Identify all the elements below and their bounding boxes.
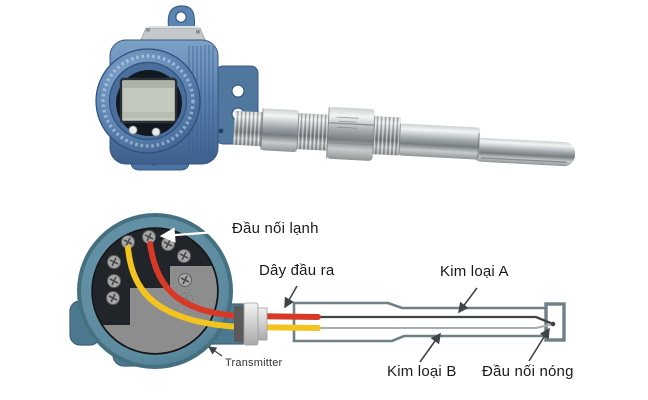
hot-junction-point	[550, 321, 556, 327]
ear-hole	[175, 11, 187, 23]
terminal-screws	[106, 230, 193, 306]
embossed-ring-text	[101, 54, 195, 148]
metal-a-arrow	[458, 287, 478, 314]
label-cold-junction: Đầu nối lạnh	[232, 220, 319, 237]
label-output-wires: Dây đầu ra	[259, 262, 335, 279]
metal-a-wire	[318, 315, 554, 326]
threaded-section	[233, 110, 263, 147]
probe-sheath	[292, 301, 566, 343]
label-transmitter: Transmitter	[225, 357, 283, 369]
cap-screw	[146, 28, 150, 32]
cap-screw	[196, 30, 200, 34]
lcd-screen	[119, 77, 178, 124]
hex-fitting	[326, 106, 375, 161]
cable-gland	[234, 302, 268, 346]
bracket-hole	[231, 84, 245, 98]
transmitter-arrow	[207, 346, 223, 357]
display-screw	[128, 125, 138, 135]
metal-b-arrow	[419, 332, 441, 363]
red-lead-wire	[147, 241, 321, 320]
callout-arrows	[159, 227, 550, 363]
label-metal-b: Kim loại B	[387, 363, 457, 380]
yellow-lead-wire	[125, 245, 321, 331]
output-wires-arrow	[284, 285, 298, 309]
threaded-section	[372, 116, 401, 156]
probe-assembly	[233, 106, 576, 167]
display-bezel	[95, 48, 201, 154]
union-coupling	[261, 108, 299, 152]
terminal-plate-gray	[93, 266, 217, 353]
label-hot-junction: Đầu nối nóng	[482, 363, 574, 380]
metal-b-wire	[318, 323, 554, 329]
hot-junction-arrow	[528, 327, 550, 362]
probe-barrel	[398, 123, 481, 160]
transmitter-photo	[95, 5, 576, 171]
housing-top-cap	[139, 26, 207, 43]
threaded-section	[296, 113, 329, 151]
cold-junction-arrow	[159, 227, 231, 243]
thermocouple-diagram	[69, 213, 566, 369]
transmitter-head	[69, 213, 244, 369]
top-mounting-ear	[167, 5, 196, 31]
label-metal-a: Kim loại A	[440, 263, 509, 280]
display-screw	[151, 127, 161, 137]
vent-hole	[218, 128, 224, 134]
